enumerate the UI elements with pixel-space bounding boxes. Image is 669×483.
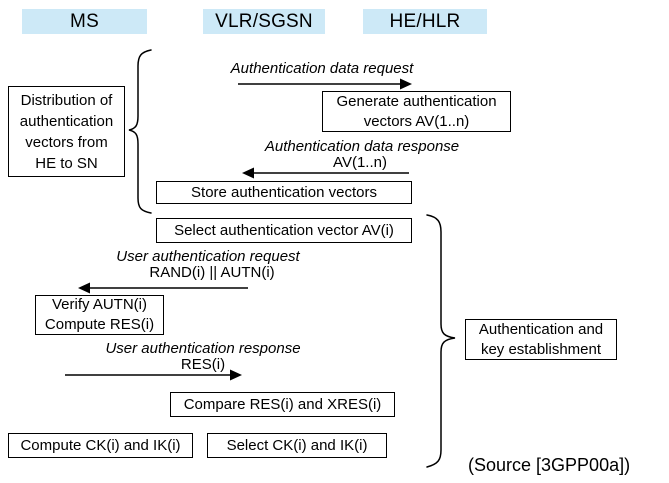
source-note: (Source [3GPP00a]) (468, 455, 631, 475)
arrowhead-left-icon (242, 167, 254, 179)
box-compare-res-xres: Compare RES(i) and XRES(i) (170, 392, 395, 417)
actor-header-vlr-sgsn: VLR/SGSN (203, 9, 325, 34)
annotation-box-distribution-phase: Distribution of authentication vectors f… (8, 86, 125, 177)
message-label-user-auth-request: User authentication request (116, 248, 300, 265)
brace-right-icon (426, 214, 456, 468)
message-label-auth-data-request: Authentication data request (230, 60, 414, 77)
message-sublabel-res: RES(i) (180, 356, 226, 373)
box-select-authentication-vector: Select authentication vector AV(i) (156, 218, 412, 243)
box-verify-autn-compute-res: Verify AUTN(i) Compute RES(i) (35, 295, 164, 335)
message-sublabel-av-1-n: AV(1..n) (333, 154, 387, 171)
message-label-auth-data-response: Authentication data response (264, 138, 460, 155)
box-generate-authentication-vectors: Generate authentication vectors AV(1..n) (322, 91, 511, 132)
actor-header-he-hlr: HE/HLR (363, 9, 487, 34)
box-store-authentication-vectors: Store authentication vectors (156, 181, 412, 204)
brace-left-icon (128, 49, 152, 214)
arrowhead-right-icon (230, 369, 242, 381)
box-select-ck-ik: Select CK(i) and IK(i) (207, 433, 387, 458)
annotation-box-authentication-phase: Authentication and key establishment (465, 319, 617, 360)
message-label-user-auth-response: User authentication response (105, 340, 301, 357)
actor-header-ms: MS (22, 9, 147, 34)
message-sublabel-rand-autn: RAND(i) || AUTN(i) (149, 264, 275, 281)
arrowhead-right-icon (400, 78, 412, 90)
arrowhead-left-icon (78, 282, 90, 294)
box-compute-ck-ik: Compute CK(i) and IK(i) (8, 433, 193, 458)
